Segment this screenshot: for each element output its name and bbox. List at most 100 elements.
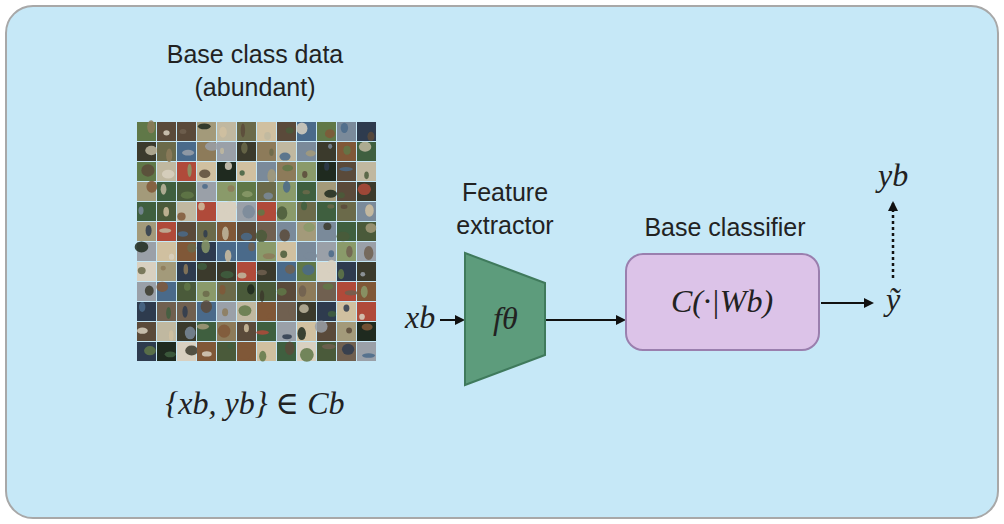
thumbnail-detail <box>185 327 196 340</box>
thumbnail-detail <box>225 250 232 262</box>
thumbnail-detail <box>366 223 377 233</box>
thumbnail-detail <box>244 324 249 332</box>
thumbnail-detail <box>327 260 337 273</box>
thumbnail <box>337 302 356 321</box>
thumbnail-detail <box>283 181 290 193</box>
thumbnail <box>357 162 376 181</box>
thumbnail-detail <box>145 146 157 155</box>
thumbnail-detail <box>161 184 167 195</box>
thumbnail <box>157 222 176 241</box>
thumbnail <box>237 162 256 181</box>
thumbnail-detail <box>203 291 210 297</box>
thumbnail <box>237 342 256 361</box>
thumbnail <box>197 182 216 201</box>
thumbnail-detail <box>322 344 336 349</box>
thumbnail-detail <box>219 127 227 138</box>
thumbnail <box>297 142 316 161</box>
prediction-symbol: ỹ <box>886 282 900 317</box>
thumbnail-detail <box>184 283 191 291</box>
thumbnail <box>157 322 176 341</box>
thumbnail-detail <box>221 271 234 279</box>
flow-arrow <box>545 319 624 321</box>
thumbnail <box>297 282 316 301</box>
thumbnail <box>337 122 356 141</box>
thumbnail-detail <box>264 132 271 140</box>
thumbnail-detail <box>259 351 266 362</box>
thumbnail-detail <box>360 272 365 277</box>
node-heading: Base classifier <box>605 211 845 244</box>
thumbnail-detail <box>146 181 157 193</box>
input-arrow <box>440 319 463 321</box>
node-heading: Feature extractor <box>420 176 590 241</box>
thumbnail <box>357 122 376 141</box>
thumbnail-detail <box>169 330 174 341</box>
thumbnail-detail <box>263 253 275 259</box>
thumbnail <box>297 262 316 281</box>
thumbnail <box>137 282 156 301</box>
thumbnail <box>137 222 156 241</box>
thumbnail <box>317 122 336 141</box>
thumbnail <box>357 222 376 241</box>
thumbnail-detail <box>182 306 187 318</box>
thumbnail <box>237 222 256 241</box>
thumbnail <box>237 142 256 161</box>
thumbnail <box>357 322 376 341</box>
thumbnail <box>257 342 276 361</box>
thumbnail-detail <box>146 225 152 236</box>
thumbnail <box>257 302 276 321</box>
thumbnail-detail <box>238 272 247 278</box>
thumbnail <box>257 282 276 301</box>
ground-truth-symbol: yb <box>878 158 908 193</box>
thumbnail-detail <box>181 192 194 199</box>
thumbnail <box>317 142 336 161</box>
thumbnail-detail <box>240 170 245 176</box>
thumbnail-detail <box>325 129 335 138</box>
thumbnail <box>197 202 216 221</box>
thumbnail-detail <box>182 150 194 156</box>
node-symbol: fθ <box>493 301 518 336</box>
thumbnail <box>317 302 336 321</box>
thumbnail-detail <box>361 286 368 298</box>
thumbnail <box>277 262 296 281</box>
thumbnail-detail <box>358 183 371 195</box>
thumbnail-detail <box>180 129 187 134</box>
thumbnail-detail <box>296 122 307 134</box>
thumbnail <box>157 182 176 201</box>
thumbnail <box>157 162 176 181</box>
thumbnail <box>137 322 156 341</box>
trapezoid-shape <box>465 253 545 385</box>
thumbnail-detail <box>159 228 171 233</box>
thumbnail-detail <box>198 203 205 211</box>
thumbnail-detail <box>367 132 374 141</box>
thumbnail-detail <box>362 323 373 330</box>
thumbnail-detail <box>282 334 292 339</box>
thumbnail-detail <box>166 148 172 162</box>
thumbnail <box>197 282 216 301</box>
thumbnail <box>137 262 156 281</box>
thumbnail-detail <box>338 269 344 279</box>
thumbnail-detail <box>201 240 209 254</box>
thumbnail <box>357 202 376 221</box>
thumbnail <box>237 302 256 321</box>
thumbnail-detail <box>198 123 211 129</box>
thumbnail <box>177 182 196 201</box>
thumbnail-detail <box>220 148 224 154</box>
thumbnail-detail <box>263 193 273 200</box>
thumbnail-detail <box>286 127 294 133</box>
node-symbol: C(·|Wb) <box>671 284 773 319</box>
thumbnail <box>317 342 336 361</box>
thumbnail <box>237 182 256 201</box>
thumbnail <box>257 142 276 161</box>
dataset-formula: {xb, yb} ∈ Cb <box>105 386 405 421</box>
thumbnail <box>297 302 316 321</box>
thumbnail <box>277 222 296 241</box>
thumbnail <box>177 322 196 341</box>
thumbnail <box>277 122 296 141</box>
thumbnail-detail <box>237 347 251 359</box>
thumbnail <box>277 342 296 361</box>
thumbnail <box>357 142 376 161</box>
thumbnail-detail <box>165 351 176 357</box>
feature-extractor: Feature extractorfθ <box>465 253 545 385</box>
thumbnail-detail <box>302 264 314 275</box>
